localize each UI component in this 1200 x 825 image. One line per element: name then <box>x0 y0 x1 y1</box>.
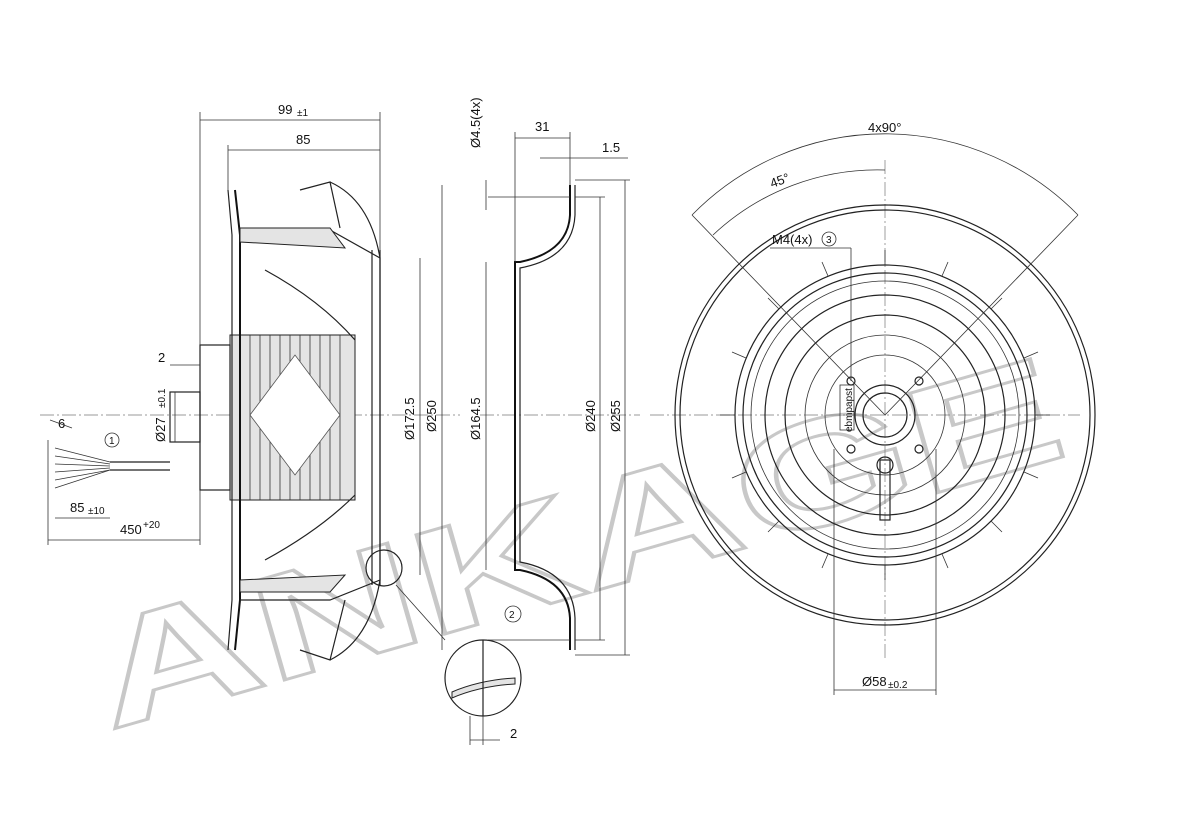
dim-wire-end-tol: ±10 <box>88 506 105 517</box>
side-dimensions: 99 ±1 85 2 Ø27 ±0.1 6 85 ±10 450 +20 1 Ø… <box>47 102 446 650</box>
dim-d164: Ø164.5 <box>468 397 483 440</box>
dim-angle-total: 4x90° <box>868 120 901 135</box>
dim-shaft-offset: 2 <box>158 350 165 365</box>
dim-width-body: 85 <box>296 132 310 147</box>
callout-1: 1 <box>109 436 115 447</box>
dim-detail-gap: 2 <box>510 726 517 741</box>
dim-ring-depth: 31 <box>535 119 549 134</box>
dim-ring-thickness: 1.5 <box>602 140 620 155</box>
dim-d58-tol: ±0.2 <box>888 680 908 691</box>
detail-view: 2 2 <box>444 605 522 745</box>
dim-width-overall: 99 <box>278 102 292 117</box>
dim-thread: M4(4x) <box>772 232 812 247</box>
dim-d58: Ø58 <box>862 674 887 689</box>
side-view <box>40 181 460 661</box>
dim-cable-length-tol: +20 <box>143 520 160 531</box>
dim-hub-diameter: Ø27 <box>153 417 168 442</box>
dim-d172: Ø172.5 <box>402 397 417 440</box>
inlet-ring-section: 31 1.5 Ø4.5(4x) Ø164.5 Ø240 Ø255 <box>468 97 640 656</box>
dim-wire-strip: 6 <box>58 416 65 431</box>
dim-hub-diameter-tol: ±0.1 <box>157 388 168 408</box>
dim-hole: Ø4.5(4x) <box>468 97 483 148</box>
dim-wire-end: 85 <box>70 500 84 515</box>
dim-d250: Ø250 <box>424 400 439 432</box>
dim-cable-length: 450 <box>120 522 142 537</box>
brand-label: ebmpapst <box>844 388 855 432</box>
dim-d240: Ø240 <box>583 400 598 432</box>
dim-angle-half: 45° <box>768 170 792 191</box>
callout-2: 2 <box>509 610 515 621</box>
watermark: ANKAGE <box>73 324 1081 761</box>
dim-d255: Ø255 <box>608 400 623 432</box>
callout-3: 3 <box>826 235 832 246</box>
front-view: ebmpapst 4x90° 45° M4(4x) 3 Ø58 ±0.2 <box>650 120 1096 695</box>
dim-width-overall-tol: ±1 <box>297 108 308 119</box>
